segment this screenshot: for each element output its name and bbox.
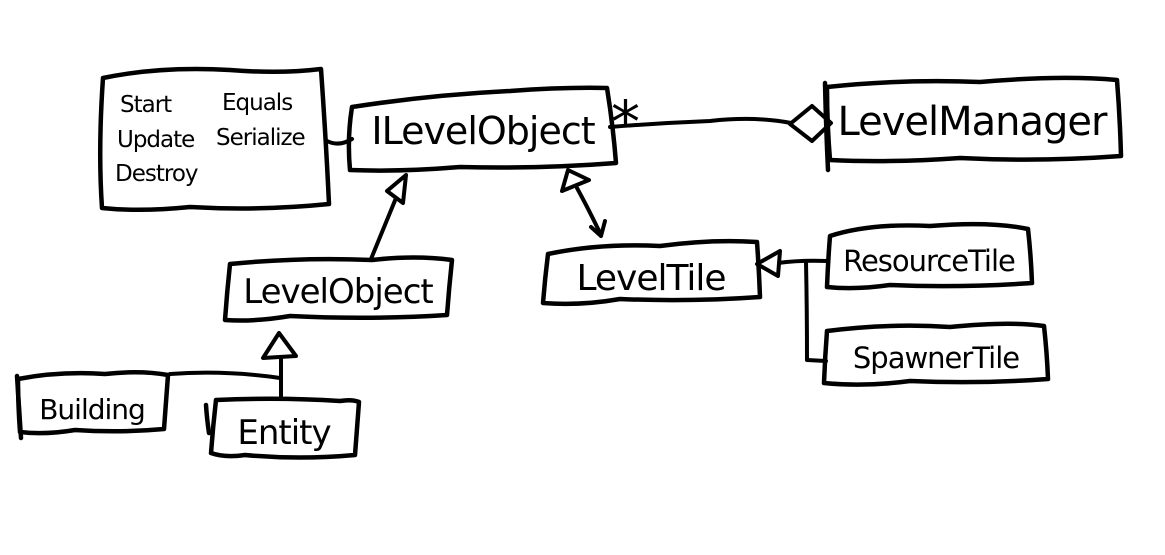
class-box-border (208, 396, 362, 460)
method-label: Equals (222, 90, 292, 116)
method-label: Serialize (216, 125, 305, 151)
inheritance-tiles-leveltile (755, 249, 829, 363)
class-box-edge-stroke (14, 373, 24, 441)
class-name: Entity (237, 413, 331, 453)
class-name: ResourceTile (843, 244, 1015, 278)
inheritance-triangle-icon (261, 331, 298, 360)
class-levelmanager: LevelManager (822, 75, 1124, 173)
class-ilevelobject: ILevelObject (346, 85, 619, 173)
aggregation-diamond-icon (788, 104, 833, 143)
class-note-box: Start Update Destroy Equals Serialize (97, 66, 332, 213)
inheritance-triangle-icon (755, 249, 782, 278)
class-box-border (346, 85, 619, 173)
aggregation-line (608, 116, 793, 129)
tree-connector-line (804, 260, 828, 363)
inheritance-leveltile-ilevelobject (560, 168, 607, 238)
inheritance-building-entity-levelobject (168, 331, 298, 401)
class-building: Building (14, 370, 171, 441)
class-box-border (821, 321, 1051, 387)
inheritance-line (575, 186, 603, 237)
class-box-edge-stroke (203, 402, 212, 436)
aggregation-ilevelobject-levelmanager: * (608, 88, 833, 156)
class-resourcetile: ResourceTile (824, 221, 1035, 291)
class-name: LevelManager (838, 99, 1108, 145)
inheritance-levelobject-ilevelobject (369, 173, 408, 261)
building-branch-line (168, 370, 282, 380)
class-name: LevelObject (243, 272, 433, 312)
method-label: Destroy (115, 161, 198, 187)
class-levelobject: LevelObject (222, 255, 455, 323)
class-box-border (222, 255, 455, 323)
class-spawnertile: SpawnerTile (821, 321, 1051, 387)
inheritance-line-horizontal (776, 258, 829, 265)
method-label: Start (120, 92, 172, 118)
class-name: LevelTile (576, 258, 725, 299)
arrowhead-icon (589, 219, 607, 238)
class-entity: Entity (203, 396, 362, 460)
inheritance-triangle-icon (385, 173, 408, 205)
class-name: Building (39, 393, 145, 426)
class-box-border (824, 75, 1124, 164)
inheritance-triangle-icon (560, 168, 591, 193)
class-leveltile: LevelTile (540, 238, 763, 307)
class-name: SpawnerTile (853, 341, 1019, 375)
class-box-border (540, 238, 763, 307)
inheritance-line (369, 196, 398, 261)
class-box-edge-stroke (822, 80, 831, 173)
note-box-border (97, 66, 332, 213)
class-name: ILevelObject (371, 109, 594, 153)
method-label: Update (117, 127, 194, 153)
class-box-border (824, 221, 1035, 291)
